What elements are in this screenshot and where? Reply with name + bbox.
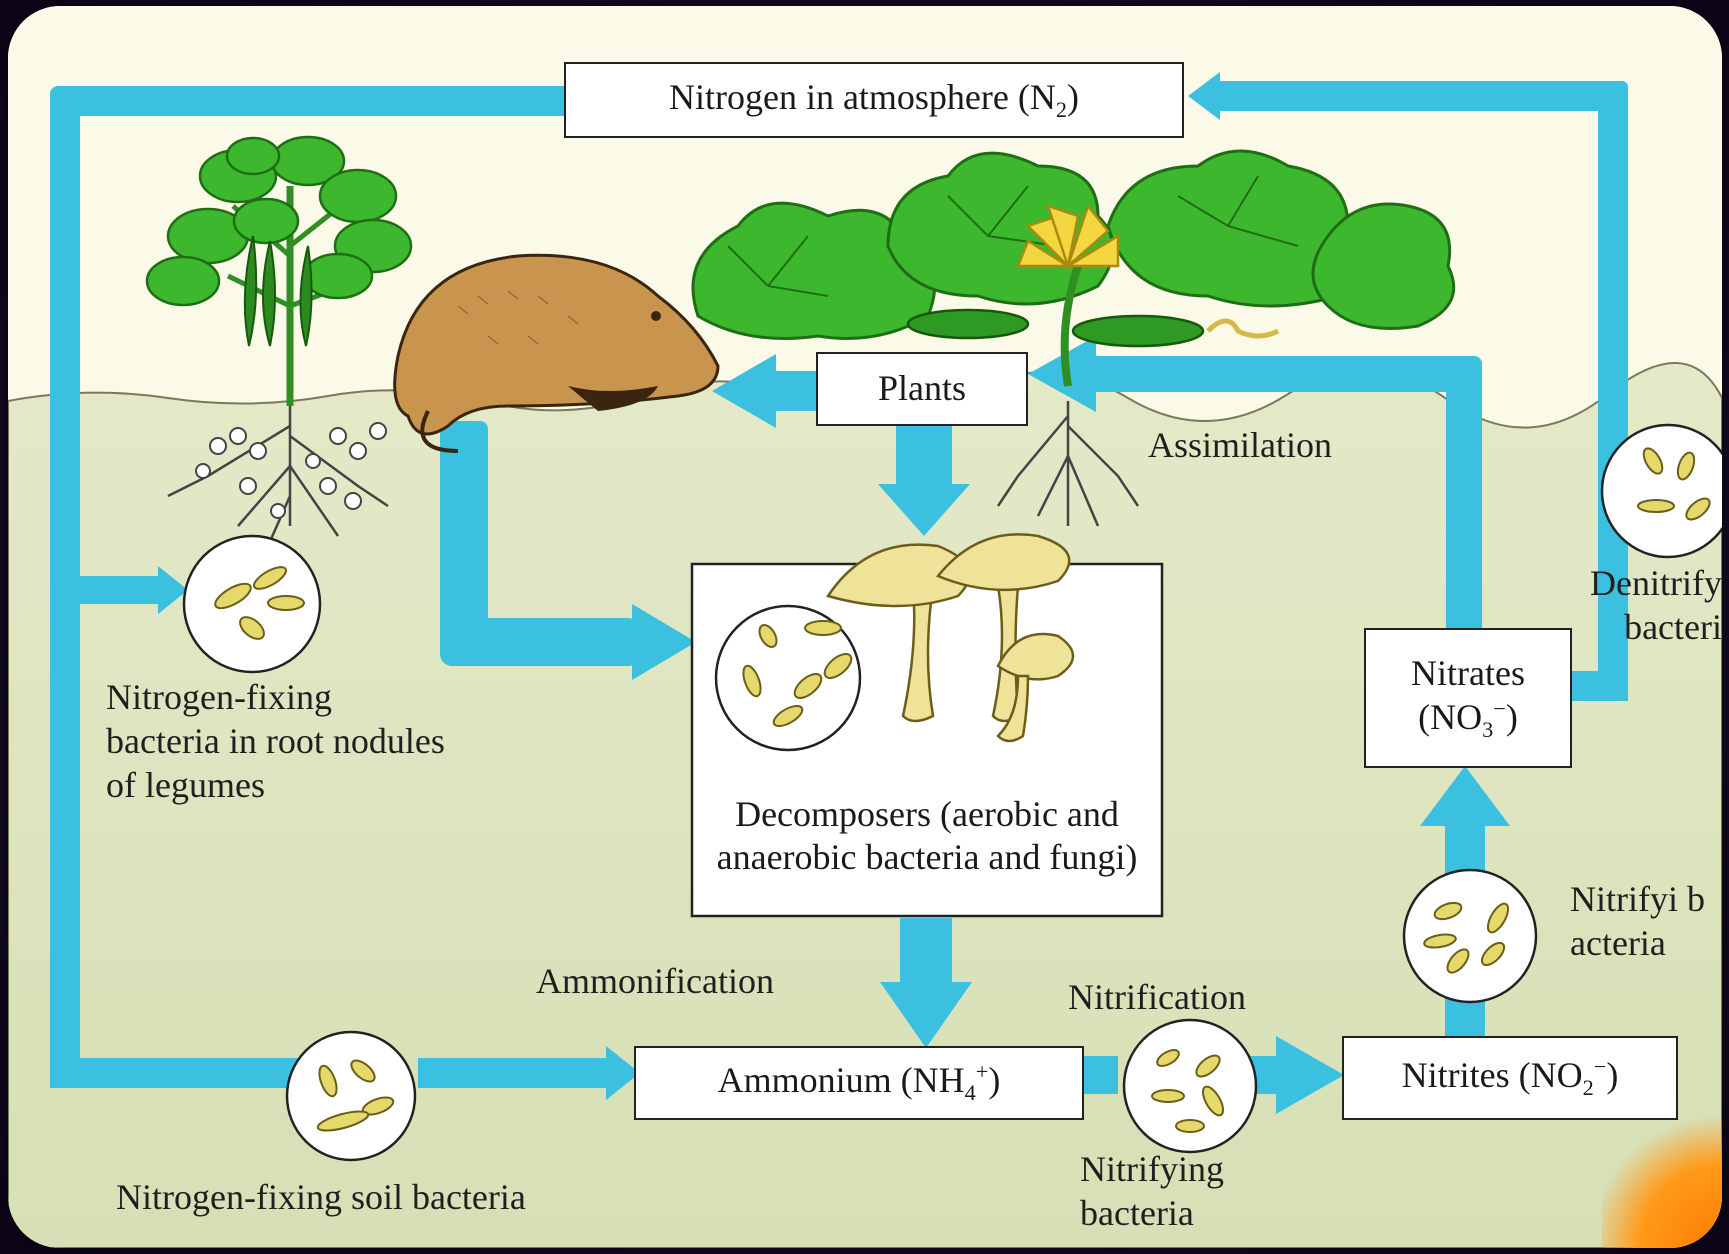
soil-bacteria-label: Nitrogen-fixing soil bacteria bbox=[116, 1176, 526, 1220]
root-nodule-bacteria-label: Nitrogen-fixing bacteria in root nodules… bbox=[106, 676, 446, 808]
ammonium-box: Ammonium (NH4+) bbox=[634, 1046, 1084, 1120]
nitrifying-bacteria-bottom-label: Nitrifying bacteria bbox=[1080, 1148, 1300, 1244]
nitrifying-bacteria-right-label: Nitrifyi bacteria bbox=[1570, 878, 1710, 966]
nitrification-label: Nitrification bbox=[1068, 976, 1246, 1020]
assimilation-label: Assimilation bbox=[1148, 424, 1332, 468]
atmosphere-box: Nitrogen in atmosphere (N2) bbox=[564, 62, 1184, 138]
plants-box: Plants bbox=[816, 352, 1028, 426]
ammonification-label: Ammonification bbox=[536, 960, 774, 1004]
orange-corner-accent bbox=[1602, 1108, 1722, 1248]
nitrates-box: Nitrates (NO3−) bbox=[1364, 628, 1572, 768]
denitrifying-bacteria-label: Denitrify bacteri bbox=[1542, 562, 1722, 650]
decomposers-box: Decomposers (aerobic and anaerobic bacte… bbox=[694, 758, 1160, 914]
diagram-panel: Nitrogen in atmosphere (N2) Plants Decom… bbox=[8, 6, 1722, 1248]
